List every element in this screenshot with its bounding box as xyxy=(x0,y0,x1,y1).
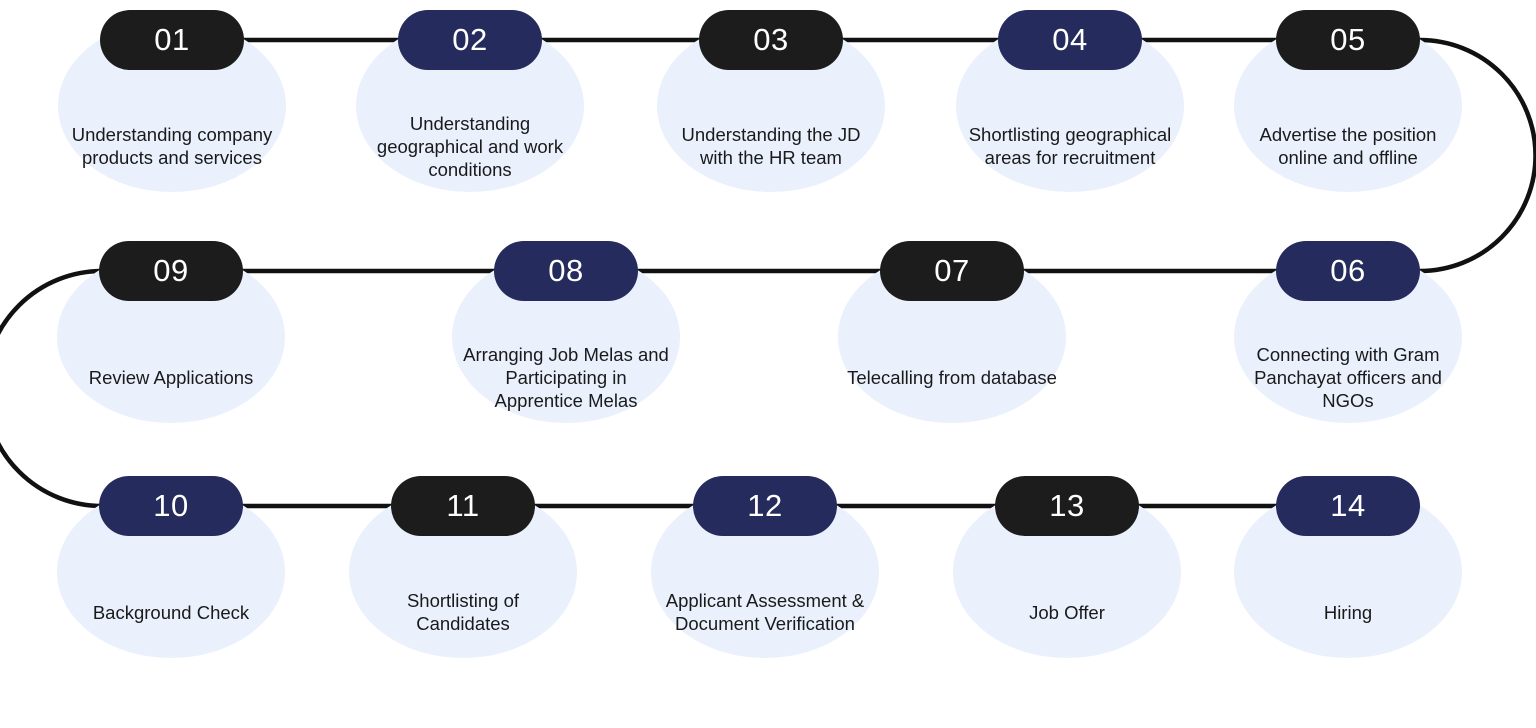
step-number-badge: 05 xyxy=(1276,10,1420,70)
step-label: Review Applications xyxy=(88,366,254,388)
step-label: Understanding geographical and work cond… xyxy=(376,112,564,180)
connector-curve-left xyxy=(0,268,171,509)
step-label: Connecting with Gram Panchayat officers … xyxy=(1254,343,1442,411)
step-label: Telecalling from database xyxy=(847,366,1057,388)
step-number-badge: 02 xyxy=(398,10,542,70)
step-label: Job Offer xyxy=(1029,601,1105,623)
step-number-badge: 10 xyxy=(99,476,243,536)
step-label: Advertise the position online and offlin… xyxy=(1259,124,1437,168)
step-label: Applicant Assessment & Document Verifica… xyxy=(665,590,865,634)
step-label: Hiring xyxy=(1323,601,1373,623)
step-number-badge: 07 xyxy=(880,241,1024,301)
step-label: Background Check xyxy=(92,601,250,623)
step-number-badge: 08 xyxy=(494,241,638,301)
step-label: Understanding company products and servi… xyxy=(71,124,273,168)
step-label: Arranging Job Melas and Participating in… xyxy=(463,343,669,411)
step-number-badge: 04 xyxy=(998,10,1142,70)
step-number-badge: 03 xyxy=(699,10,843,70)
step-number-badge: 14 xyxy=(1276,476,1420,536)
step-number-badge: 12 xyxy=(693,476,837,536)
step-number-badge: 09 xyxy=(99,241,243,301)
step-number-badge: 06 xyxy=(1276,241,1420,301)
step-label: Shortlisting geographical areas for recr… xyxy=(968,124,1172,168)
step-label: Shortlisting of Candidates xyxy=(406,590,520,634)
step-number-badge: 01 xyxy=(100,10,244,70)
step-number-badge: 11 xyxy=(391,476,535,536)
connector-curve-right xyxy=(1348,37,1536,274)
step-label: Understanding the JD with the HR team xyxy=(681,124,861,168)
step-number-badge: 13 xyxy=(995,476,1139,536)
